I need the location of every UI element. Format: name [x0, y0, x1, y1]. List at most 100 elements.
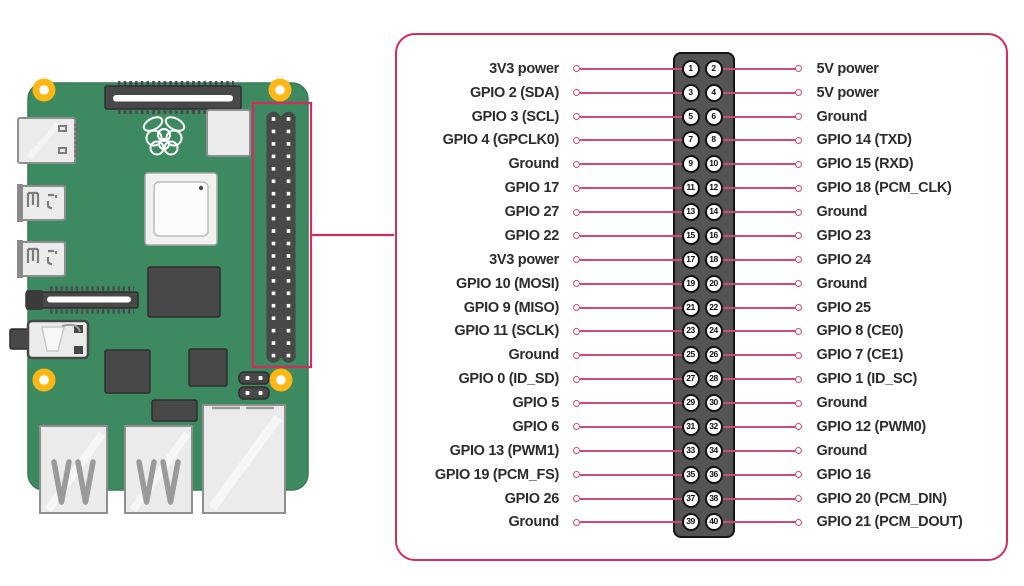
wire-right [722, 449, 796, 452]
wire-terminator-left-icon [573, 471, 580, 479]
wire-terminator-right-icon [795, 208, 802, 216]
wire-left [580, 330, 684, 333]
wire-terminator-right-icon [795, 113, 802, 120]
wire-left [580, 258, 684, 261]
pin-number-right: 24 [704, 322, 723, 341]
wire-right [722, 187, 796, 190]
pin-label-left: GPIO 6 [512, 418, 559, 435]
pin-label-left: GPIO 2 (SDA) [469, 84, 559, 101]
pin-number-left: 39 [681, 513, 700, 532]
wire-terminator-right-icon [795, 423, 802, 431]
wire-right [722, 67, 796, 70]
wire-right [722, 402, 796, 404]
wire-terminator-left-icon [573, 351, 580, 359]
wire-terminator-left-icon [573, 447, 580, 455]
pin-label-left: GPIO 17 [504, 180, 560, 197]
pin-number-right: 6 [704, 107, 723, 126]
pin-number-left: 29 [681, 394, 700, 412]
pin-number-right: 22 [704, 298, 723, 317]
pin-row: GPIO 13 (PWM1) 33 34 Ground [397, 439, 1006, 463]
pin-label-right: GPIO 1 (ID_SC) [816, 371, 918, 388]
pin-label-right: GPIO 18 (PCM_CLK) [816, 180, 952, 197]
pin-number-right: 40 [704, 513, 723, 532]
wire-terminator-left-icon [573, 280, 580, 288]
pin-label-right: Ground [816, 395, 868, 411]
pin-label-right: GPIO 16 [816, 466, 872, 483]
audio-jack-icon [9, 319, 90, 360]
pin-number-right: 26 [704, 346, 723, 365]
pin-number-right: 18 [704, 250, 723, 269]
pin-label-left: GPIO 11 (SCLK) [454, 323, 559, 340]
pin-number-right: 4 [704, 83, 723, 102]
micro-hdmi-port-icon [17, 184, 66, 222]
wire-terminator-left-icon [573, 232, 580, 240]
poe-header-icon [238, 371, 270, 400]
wire-left [580, 67, 684, 70]
raspberry-pi-logo-icon [142, 116, 186, 156]
wire-terminator-left-icon [573, 184, 580, 192]
pin-row: 3V3 power 1 2 5V power [397, 57, 1006, 81]
chip-icon [104, 349, 151, 394]
pin-row: GPIO 22 15 16 GPIO 23 [397, 224, 1006, 248]
display-ribbon-connector-icon [25, 286, 139, 314]
wire-terminator-left-icon [573, 208, 580, 216]
pin-label-right: Ground [816, 442, 868, 459]
wire-left [580, 139, 684, 142]
chip-icon [188, 348, 228, 387]
pin-number-left: 37 [681, 489, 700, 508]
pin-label-left: Ground [508, 156, 559, 173]
pin-label-left: 3V3 power [489, 251, 559, 268]
wire-left [580, 115, 684, 118]
pin-label-right: GPIO 15 (RXD) [816, 156, 914, 173]
wire-right [722, 378, 796, 381]
wire-terminator-right-icon [795, 327, 802, 335]
pin-label-left: GPIO 0 (ID_SD) [458, 371, 559, 388]
wire-left [580, 473, 684, 476]
gpio-header-icon [266, 111, 296, 363]
pin-row: Ground 9 10 GPIO 15 (RXD) [397, 152, 1006, 176]
pin-label-left: GPIO 5 [512, 395, 559, 411]
wire-left [580, 211, 684, 213]
pin-number-right: 30 [704, 394, 723, 412]
wire-right [722, 234, 796, 237]
wire-terminator-right-icon [795, 184, 802, 192]
pin-label-right: Ground [816, 275, 868, 292]
chip-icon [151, 399, 198, 422]
pin-header-strip [672, 51, 735, 538]
pin-row: Ground 25 26 GPIO 7 (CE1) [397, 343, 1006, 367]
wire-right [722, 473, 796, 476]
wire-left [580, 402, 684, 404]
pin-number-left: 33 [681, 441, 700, 460]
wire-left [580, 187, 684, 190]
pin-number-right: 10 [704, 155, 723, 174]
wire-terminator-left-icon [573, 136, 580, 144]
wire-terminator-left-icon [573, 304, 580, 311]
pinout-box: 3V3 power 1 2 5V power GPIO 2 (SDA) 3 4 … [395, 33, 1008, 561]
wire-terminator-right-icon [795, 518, 802, 526]
pin-label-right: GPIO 14 (TXD) [816, 132, 913, 149]
wire-terminator-left-icon [573, 399, 580, 407]
pin-label-left: GPIO 9 (MISO) [463, 299, 560, 316]
wire-terminator-left-icon [573, 518, 580, 526]
pin-label-left: 3V3 power [489, 60, 559, 77]
pin-number-left: 21 [681, 298, 700, 317]
wire-terminator-right-icon [795, 89, 802, 97]
wire-right [722, 330, 796, 333]
wire-right [722, 425, 796, 428]
wire-terminator-left-icon [573, 160, 580, 168]
pin-number-left: 7 [681, 131, 700, 150]
wire-terminator-right-icon [795, 447, 802, 455]
usb-ports-icon [39, 425, 193, 514]
pin-number-right: 16 [704, 226, 723, 245]
pin-label-right: 5V power [816, 84, 879, 101]
wire-left [580, 163, 684, 166]
pin-number-right: 12 [704, 179, 723, 198]
pin-label-left: GPIO 19 (PCM_FS) [434, 466, 559, 483]
pin-label-left: Ground [508, 347, 559, 364]
pin-number-left: 5 [681, 107, 700, 126]
pin-label-left: Ground [508, 514, 559, 531]
wire-terminator-right-icon [795, 160, 802, 168]
ram-chip-icon [147, 266, 221, 318]
pin-row: GPIO 2 (SDA) 3 4 5V power [397, 81, 1006, 105]
